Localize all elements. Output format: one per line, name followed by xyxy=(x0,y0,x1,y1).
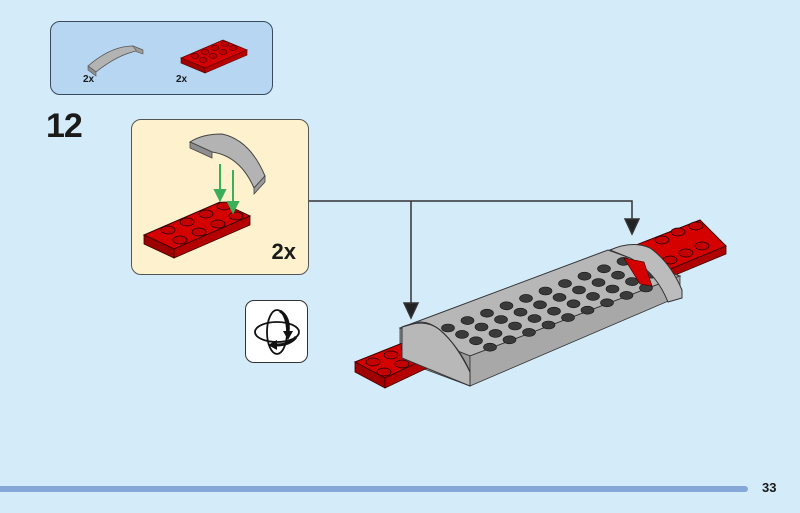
baseplate-stud xyxy=(533,300,547,310)
baseplate-stud xyxy=(597,264,611,274)
baseplate-stud xyxy=(502,335,517,345)
baseplate-studs xyxy=(441,257,673,352)
parts-list-box: 2x 2x xyxy=(50,21,273,95)
left-curved-slope xyxy=(401,321,471,387)
subassembly-art xyxy=(142,133,266,259)
baseplate-stud xyxy=(474,322,489,332)
baseplate-stud xyxy=(547,306,561,316)
arrow-left-icon xyxy=(402,302,420,320)
baseplate-stud xyxy=(480,308,494,318)
baseplate-stud xyxy=(625,277,639,286)
baseplate-stud xyxy=(527,314,542,323)
baseplate-stud xyxy=(541,320,556,330)
baseplate-stud xyxy=(616,257,631,266)
baseplate-stud xyxy=(630,263,645,273)
baseplate-stud xyxy=(558,279,572,288)
baseplate-stud xyxy=(644,269,659,279)
baseplate-stud xyxy=(639,283,653,293)
part-quantity: 2x xyxy=(176,74,188,85)
baseplate-stud xyxy=(441,323,455,333)
baseplate-stud xyxy=(580,305,595,315)
subassembly-box: 2x xyxy=(131,119,309,275)
curved-slope-icon xyxy=(188,133,266,196)
baseplate-stud xyxy=(619,291,634,300)
arrow-right-icon xyxy=(623,218,641,236)
baseplate-stud xyxy=(513,307,528,317)
baseplate-stud xyxy=(455,330,469,339)
right-curved-slope xyxy=(608,244,683,303)
baseplate-stud xyxy=(519,294,533,303)
baseplate-stud xyxy=(494,315,508,324)
baseplate-stud xyxy=(552,293,567,302)
parts-list-art xyxy=(87,39,249,77)
page-number: 33 xyxy=(762,480,777,495)
red-plate-part-icon xyxy=(179,39,249,74)
baseplate-stud xyxy=(566,299,581,309)
baseplate-stud xyxy=(658,276,673,285)
baseplate-stud xyxy=(605,284,620,294)
baseplate-stud xyxy=(572,285,586,295)
baseplate-stud xyxy=(600,298,614,308)
green-insert-arrows-icon xyxy=(213,164,240,215)
rotate-model-button xyxy=(245,300,308,363)
baseplate-stud xyxy=(488,329,503,338)
baseplate-stud xyxy=(460,316,475,325)
red-plate-icon xyxy=(142,201,252,259)
baseplate-stud xyxy=(538,286,553,296)
baseplate-stud xyxy=(591,278,606,287)
baseplate-stud xyxy=(508,321,522,331)
baseplate-stud xyxy=(522,328,536,337)
step-number: 12 xyxy=(46,107,83,145)
baseplate-stud xyxy=(483,342,497,352)
baseplate-stud xyxy=(499,301,514,311)
footer-progress-bar xyxy=(0,486,748,492)
callout-lines xyxy=(309,200,641,320)
left-red-plate xyxy=(353,339,442,389)
baseplate-stud xyxy=(561,313,575,322)
baseplate-stud xyxy=(577,271,592,281)
baseplate-stud xyxy=(586,292,600,301)
baseplate-stud xyxy=(611,270,625,280)
subassembly-quantity: 2x xyxy=(271,239,296,264)
baseplate-stud xyxy=(469,336,483,346)
gray-baseplate xyxy=(398,249,682,387)
right-red-plate xyxy=(616,219,727,279)
part-quantity: 2x xyxy=(83,74,95,85)
curved-slope-part-icon xyxy=(87,45,144,77)
rotate-model-icon xyxy=(254,309,300,355)
